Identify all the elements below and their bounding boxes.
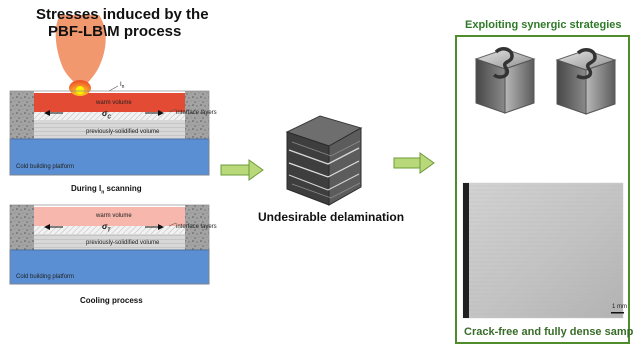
- right-arrow-bottom-head: [158, 224, 164, 230]
- second-arrow-head: [419, 152, 435, 174]
- delamination-label: Undesirable delamination: [258, 210, 405, 224]
- sigma-t-subscript: T: [107, 227, 111, 234]
- cube-two: [555, 48, 617, 115]
- interface-layers-bottom: [34, 226, 185, 234]
- laser-beam: [55, 15, 106, 90]
- delam-crack-3: [288, 173, 360, 191]
- cube-one-left: [475, 58, 506, 114]
- platform-bottom: [9, 249, 210, 285]
- right-powder-top: [185, 91, 209, 139]
- bottom-schematic-border: [9, 204, 210, 285]
- platform-label-top: Cold building platform: [16, 164, 75, 170]
- interface-pointer-bottom: [168, 222, 177, 227]
- solidified-label-top: previously-solidified volume: [86, 129, 160, 135]
- cube-one-right: [504, 58, 535, 114]
- cooling-schematic: [9, 204, 210, 285]
- scan-caption-suffix: scanning: [104, 184, 142, 193]
- micrograph-edge: [463, 183, 469, 318]
- sigma-t-label: σT: [102, 223, 110, 234]
- left-arrow-top-head: [44, 110, 50, 116]
- scale-bar-line: [611, 312, 624, 314]
- scan-caption-prefix: During I: [71, 184, 102, 193]
- interface-layers-label-top: interface layers: [176, 110, 217, 116]
- right-arrow-top-head: [158, 110, 164, 116]
- delam-layer-line-1: [291, 140, 361, 157]
- top-schematic-border: [9, 90, 210, 176]
- warm-volume-label-bottom: warm volume: [96, 213, 132, 219]
- flow-arrows: [220, 152, 435, 181]
- delaminated-cube: [285, 115, 363, 206]
- warm-volume-top: [34, 93, 185, 113]
- second-arrow-body: [393, 157, 421, 169]
- laser-label-main: I: [120, 82, 122, 88]
- cube-two-right: [585, 59, 616, 115]
- scan-caption-subscript: n: [101, 189, 105, 196]
- scan-schematic: [9, 15, 210, 176]
- solidified-label-bottom: previously-solidified volume: [86, 240, 160, 246]
- cube-one: [474, 47, 536, 114]
- micrograph-layers: [463, 183, 623, 318]
- left-powder-bottom: [10, 205, 34, 250]
- right-panel-title: Exploiting synergic strategies: [465, 19, 622, 31]
- interface-layers-top: [34, 112, 185, 120]
- left-arrow-bottom-head: [44, 224, 50, 230]
- solidified-volume-top: [34, 120, 185, 139]
- cube-two-engraving: [576, 48, 597, 80]
- laser-pointer-line: [108, 85, 119, 92]
- laser-label: In: [120, 82, 124, 90]
- first-arrow-body: [220, 164, 250, 176]
- right-panel: [455, 35, 630, 344]
- delam-layer-line-2: [291, 182, 361, 199]
- sigma-c-symbol: σ: [102, 109, 108, 118]
- sigma-c-subscript: C: [107, 114, 111, 121]
- left-title-line-1: Stresses induced by the: [36, 6, 209, 23]
- scan-caption: During In scanning: [71, 185, 142, 196]
- first-arrow-head: [248, 159, 264, 181]
- solidified-volume-bottom: [34, 234, 185, 250]
- scale-bar-label: 1 mm: [612, 304, 627, 310]
- left-title-line-2: PBF-LB\M process: [48, 23, 182, 40]
- warm-volume-bottom: [34, 207, 185, 226]
- platform-label-bottom: Cold building platform: [16, 274, 75, 280]
- right-panel-caption: Crack-free and fully dense sample: [464, 326, 633, 338]
- left-powder-top: [10, 91, 34, 139]
- sigma-c-label: σC: [102, 110, 111, 121]
- melt-core: [76, 86, 84, 94]
- delam-crack-2: [288, 160, 360, 178]
- cooling-caption: Cooling process: [80, 296, 143, 305]
- cube-one-engraving: [492, 47, 514, 79]
- interface-pointer-top: [168, 108, 177, 113]
- right-powder-bottom: [185, 205, 209, 250]
- sigma-t-symbol: σ: [102, 222, 108, 231]
- laser-label-subscript: n: [121, 84, 125, 91]
- warm-volume-label-top: warm volume: [96, 100, 132, 106]
- interface-layers-label-bottom: interface layers: [176, 224, 217, 230]
- cube-two-left: [556, 59, 587, 115]
- delam-crack-1: [288, 147, 360, 165]
